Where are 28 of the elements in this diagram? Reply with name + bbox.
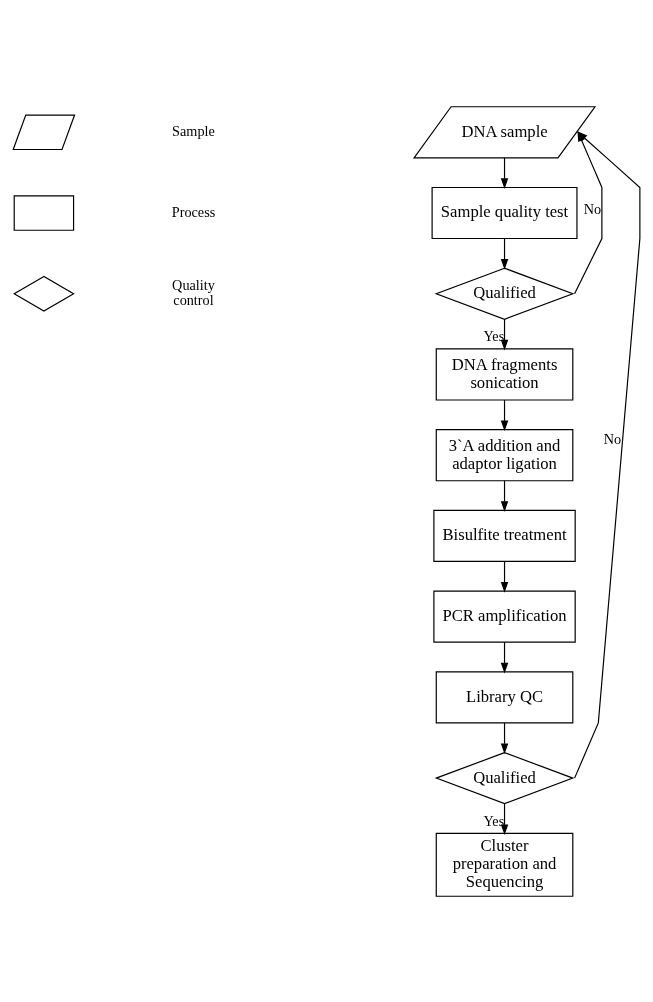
legend-label: Sample: [172, 122, 215, 139]
arrow: [500, 721, 509, 754]
node-box: Sample quality test: [431, 186, 578, 239]
edge-label: No: [603, 430, 622, 447]
arrow: [500, 237, 509, 270]
node-parallelogram: [12, 113, 76, 150]
node-box: 3`A addition and adaptor ligation: [435, 428, 574, 481]
node-box: PCR amplification: [433, 590, 576, 643]
edge-label: Yes: [483, 327, 505, 344]
node-box: [13, 194, 75, 231]
node-box: DNA fragments sonication: [435, 347, 574, 401]
arrow: [500, 318, 509, 350]
node-box: Bisulfite treatment: [433, 509, 576, 562]
arrow: [500, 560, 509, 593]
node-diamond: Qualified: [434, 267, 575, 320]
node-box: Cluster preparation and Sequencing: [435, 832, 574, 897]
legend-label: Quality control: [172, 276, 215, 308]
node-diamond: [13, 275, 75, 312]
node-box: Library QC: [435, 670, 574, 723]
arrow: [500, 641, 509, 673]
arrow: [500, 479, 509, 512]
edge-label: Yes: [483, 812, 505, 829]
arrow: [500, 156, 509, 189]
legend-label: Process: [171, 203, 216, 220]
edge-label: No: [583, 200, 602, 217]
node-diamond: Qualified: [434, 751, 575, 804]
arrow: [500, 802, 509, 835]
arrow: [500, 398, 509, 431]
